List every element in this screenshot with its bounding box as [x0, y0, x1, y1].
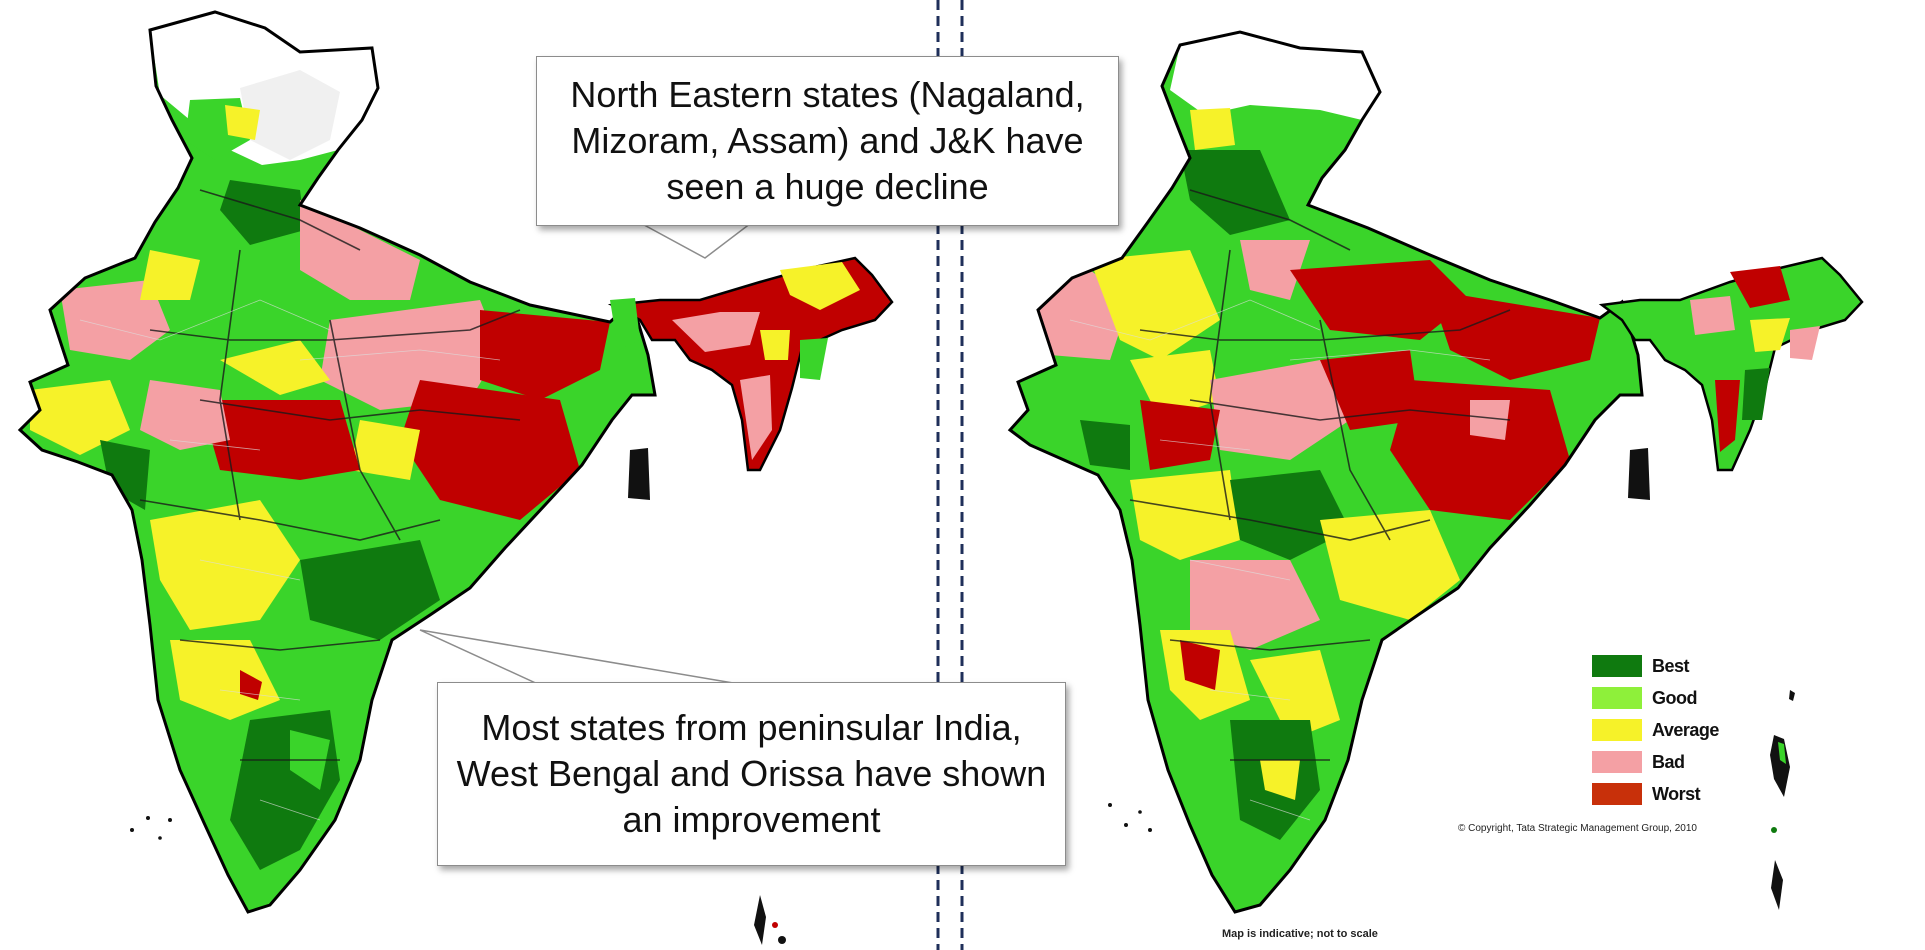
legend-label: Best [1652, 655, 1690, 676]
callout-top-tail [633, 219, 758, 259]
legend-item-best: Best [1592, 650, 1742, 682]
legend-swatch-bad [1592, 751, 1642, 773]
callout-bottom-tail [419, 629, 748, 688]
scale-note: Map is indicative; not to scale [1222, 928, 1378, 940]
legend-label: Average [1652, 719, 1719, 740]
legend-label: Bad [1652, 751, 1685, 772]
legend-item-good: Good [1592, 682, 1742, 714]
legend-item-average: Average [1592, 714, 1742, 746]
map-legend: Best Good Average Bad Worst [1592, 650, 1742, 810]
legend-swatch-best [1592, 655, 1642, 677]
india-map-right [1008, 30, 1864, 914]
callout-north-east-decline: North Eastern states (Nagaland, Mizoram,… [536, 56, 1119, 226]
copyright-text: © Copyright, Tata Strategic Management G… [1458, 823, 1697, 834]
legend-swatch-average [1592, 719, 1642, 741]
legend-label: Good [1652, 687, 1698, 708]
legend-swatch-worst [1592, 783, 1642, 805]
legend-item-worst: Worst [1592, 778, 1742, 810]
legend-item-bad: Bad [1592, 746, 1742, 778]
legend-label: Worst [1652, 783, 1701, 804]
callout-peninsular-improvement: Most states from peninsular India, West … [437, 682, 1066, 866]
legend-swatch-good [1592, 687, 1642, 709]
